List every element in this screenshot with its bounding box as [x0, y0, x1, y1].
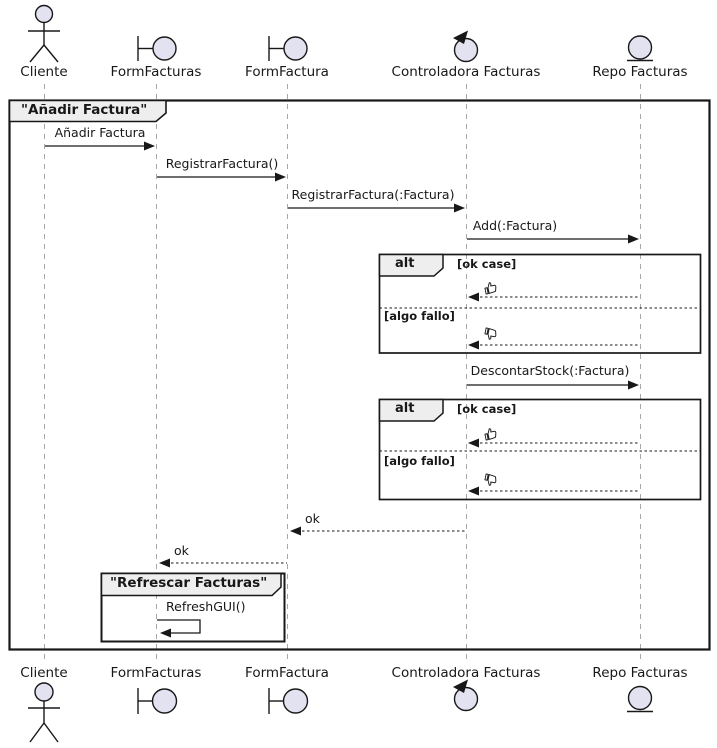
- main-frame: [8, 99, 711, 651]
- boundary-icon: [268, 36, 308, 61]
- control-icon: [453, 679, 479, 712]
- message-label: Añadir Factura: [54, 125, 146, 140]
- boundary-icon: [268, 688, 309, 714]
- refrescar-frame: [100, 572, 286, 643]
- message-label: RefreshGUI(): [166, 599, 246, 614]
- participant-label-formfacturas: FormFacturas: [110, 665, 202, 681]
- participant-label-cliente: Cliente: [20, 64, 68, 80]
- message-label: Add(:Factura): [472, 218, 558, 233]
- participant-label-cliente: Cliente: [20, 665, 68, 681]
- actor-icon: [28, 4, 60, 63]
- boundary-icon: [137, 36, 177, 61]
- return-arrows: [159, 292, 640, 568]
- alt-operator: alt: [395, 401, 415, 416]
- control-icon: [453, 30, 479, 63]
- alt-guard-fail: [algo fallo]: [384, 309, 455, 323]
- thumbs-down-icon: [483, 473, 498, 487]
- alt-guard-ok: [ok case]: [457, 257, 517, 271]
- main-frame-title: "Añadir Factura": [21, 102, 148, 118]
- participant-label-formfacturas: FormFacturas: [110, 64, 202, 80]
- alt-fragment-1: [378, 253, 702, 354]
- participant-label-repo: Repo Facturas: [592, 665, 688, 681]
- refrescar-frame-title: "Refrescar Facturas": [110, 575, 268, 591]
- message-label: ok: [174, 543, 189, 558]
- entity-icon: [627, 685, 653, 713]
- boundary-icon: [137, 688, 178, 714]
- participant-label-formfactura: FormFactura: [245, 64, 329, 80]
- actor-icon: [28, 682, 60, 743]
- participant-label-formfactura: FormFactura: [245, 665, 329, 681]
- refrescar-frame-tab: [100, 572, 282, 597]
- entity-icon: [627, 35, 653, 62]
- main-frame-tab: [8, 99, 167, 123]
- alt-fragment-1-tab: [378, 253, 444, 277]
- participant-icons-top: [28, 4, 653, 63]
- alt-guard-fail: [algo fallo]: [384, 454, 455, 468]
- message-label: ok: [305, 511, 320, 526]
- lifelines: [44, 84, 641, 662]
- self-message-arrow: [157, 619, 201, 638]
- message-label: DescontarStock(:Factura): [470, 363, 630, 378]
- message-arrows: [45, 141, 639, 390]
- alt-operator: alt: [395, 256, 415, 271]
- message-label: RegistrarFactura(): [165, 156, 279, 171]
- participant-icons-bottom: [28, 679, 653, 743]
- thumbs-up-icon: [483, 281, 498, 295]
- message-label: RegistrarFactura(:Factura): [291, 187, 455, 202]
- thumbs-up-icon: [483, 427, 498, 441]
- participant-label-controladora: Controladora Facturas: [391, 665, 541, 681]
- thumbs-down-icon: [483, 327, 498, 341]
- participant-label-controladora: Controladora Facturas: [391, 64, 541, 80]
- alt-guard-ok: [ok case]: [457, 402, 517, 416]
- alt-fragment-2-tab: [378, 398, 444, 422]
- alt-fragment-2: [378, 398, 702, 501]
- participant-label-repo: Repo Facturas: [592, 64, 688, 80]
